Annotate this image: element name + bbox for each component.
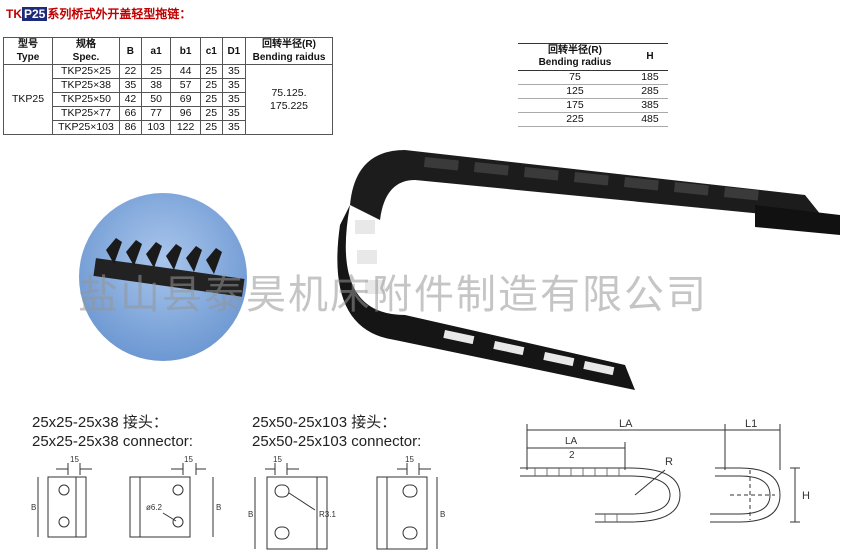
- spec-cell: TKP25×38: [52, 78, 120, 93]
- b1-cell: 69: [170, 92, 201, 107]
- detail-photo-circle: [79, 193, 247, 361]
- dim-15-label: 15: [405, 455, 414, 464]
- connector-right-title-cn: 25x50-25x103 接头：: [252, 414, 397, 431]
- bend-header-row: 回转半径(R)Bending radius H: [518, 43, 668, 71]
- dim-l1-label: L1: [745, 418, 757, 430]
- h-cell: 285: [631, 84, 668, 99]
- table-row: TKP25×103 86 103 122 25 35: [4, 120, 333, 135]
- a1-cell: 50: [140, 92, 172, 107]
- a1-cell: 25: [140, 64, 172, 79]
- bending-schematic-diagram: LA LA 2 L1 R H: [520, 418, 810, 523]
- a1-cell: 77: [140, 106, 172, 121]
- h-cell: 185: [631, 70, 668, 85]
- dim-15-label: 15: [273, 455, 282, 464]
- radius-cell: 75.125.175.225: [245, 64, 333, 135]
- dim-la-label: LA: [619, 418, 633, 430]
- b-cell: 86: [119, 120, 142, 135]
- connector-left-title-cn: 25x25-25x38 接头：: [32, 414, 168, 431]
- header-b: B: [119, 37, 142, 65]
- header-d1: D1: [221, 37, 247, 65]
- watermark-text: 盐山县泰昊机床附件制造有限公司: [78, 272, 708, 318]
- b1-cell: 44: [170, 64, 201, 79]
- dim-h-label: H: [802, 490, 810, 502]
- table-row: TKP25×77 66 77 96 25 35: [4, 106, 333, 121]
- table-row: TKP25×50 42 50 69 25 35: [4, 92, 333, 107]
- header-a1: a1: [140, 37, 172, 65]
- d1-cell: 35: [221, 78, 247, 93]
- d1-cell: 35: [221, 120, 247, 135]
- spec-cell: TKP25×77: [52, 106, 120, 121]
- dim-15-label: 15: [184, 455, 193, 464]
- b1-cell: 96: [170, 106, 201, 121]
- table-row: TKP25 TKP25×25 22 25 44 25 35 75.125.175…: [3, 64, 333, 135]
- dim-la-half-label: LA: [565, 436, 578, 447]
- title-code-highlight: P25: [22, 7, 48, 21]
- b-cell: 66: [119, 106, 142, 121]
- dim-r-label: R: [665, 456, 673, 468]
- radius-cell: 225: [518, 112, 632, 127]
- d1-cell: 35: [221, 64, 247, 79]
- b-cell: 42: [119, 92, 142, 107]
- a1-cell: 38: [140, 78, 172, 93]
- dim-b-label: B: [248, 510, 253, 519]
- header-bending-radius: 回转半径(R)Bending radius: [518, 43, 632, 71]
- header-h: H: [631, 43, 668, 71]
- radius-cell: 125: [518, 84, 632, 99]
- connector-left-title-en: 25x25-25x38 connector:: [32, 433, 193, 450]
- title-code-prefix: TK: [6, 7, 22, 21]
- header-c1: c1: [199, 37, 223, 65]
- spec-cell: TKP25×103: [52, 120, 120, 135]
- h-cell: 385: [631, 98, 668, 113]
- header-radius: 回转半径(R)Bending raidus: [245, 37, 333, 65]
- b-cell: 35: [119, 78, 142, 93]
- d1-cell: 35: [221, 92, 247, 107]
- c1-cell: 25: [199, 120, 223, 135]
- b1-cell: 122: [170, 120, 201, 135]
- b-cell: 22: [119, 64, 142, 79]
- header-b1: b1: [170, 37, 201, 65]
- radius-cell: 175: [518, 98, 632, 113]
- h-cell: 485: [631, 112, 668, 127]
- c1-cell: 25: [199, 64, 223, 79]
- c1-cell: 25: [199, 106, 223, 121]
- connector-large-drawing: 15 15 B B R3.1: [248, 455, 445, 550]
- a1-cell: 103: [140, 120, 172, 135]
- c1-cell: 25: [199, 78, 223, 93]
- dim-phi-label: ø6.2: [146, 503, 163, 512]
- dim-b-label: B: [216, 503, 221, 512]
- title-text: 系列桥式外开盖轻型拖链：: [47, 7, 192, 21]
- radius-cell: 75: [518, 70, 632, 85]
- dim-15-label: 15: [70, 455, 79, 464]
- spec-cell: TKP25×25: [52, 64, 120, 79]
- b1-cell: 57: [170, 78, 201, 93]
- dim-r-label: R3.1: [319, 510, 336, 519]
- table-row: TKP25×38 35 38 57 25 35: [4, 78, 333, 93]
- connector-small-drawing: 15 15 B B ø6.2: [31, 455, 221, 538]
- dim-b-label: B: [31, 503, 36, 512]
- connector-right-title-en: 25x50-25x103 connector:: [252, 433, 422, 450]
- spec-cell: TKP25×50: [52, 92, 120, 107]
- type-cell: TKP25: [3, 64, 53, 135]
- drag-chain-illustration: [337, 150, 840, 390]
- dim-b-label: B: [440, 510, 445, 519]
- d1-cell: 35: [221, 106, 247, 121]
- c1-cell: 25: [199, 92, 223, 107]
- dim-la-half-divisor: 2: [569, 450, 575, 461]
